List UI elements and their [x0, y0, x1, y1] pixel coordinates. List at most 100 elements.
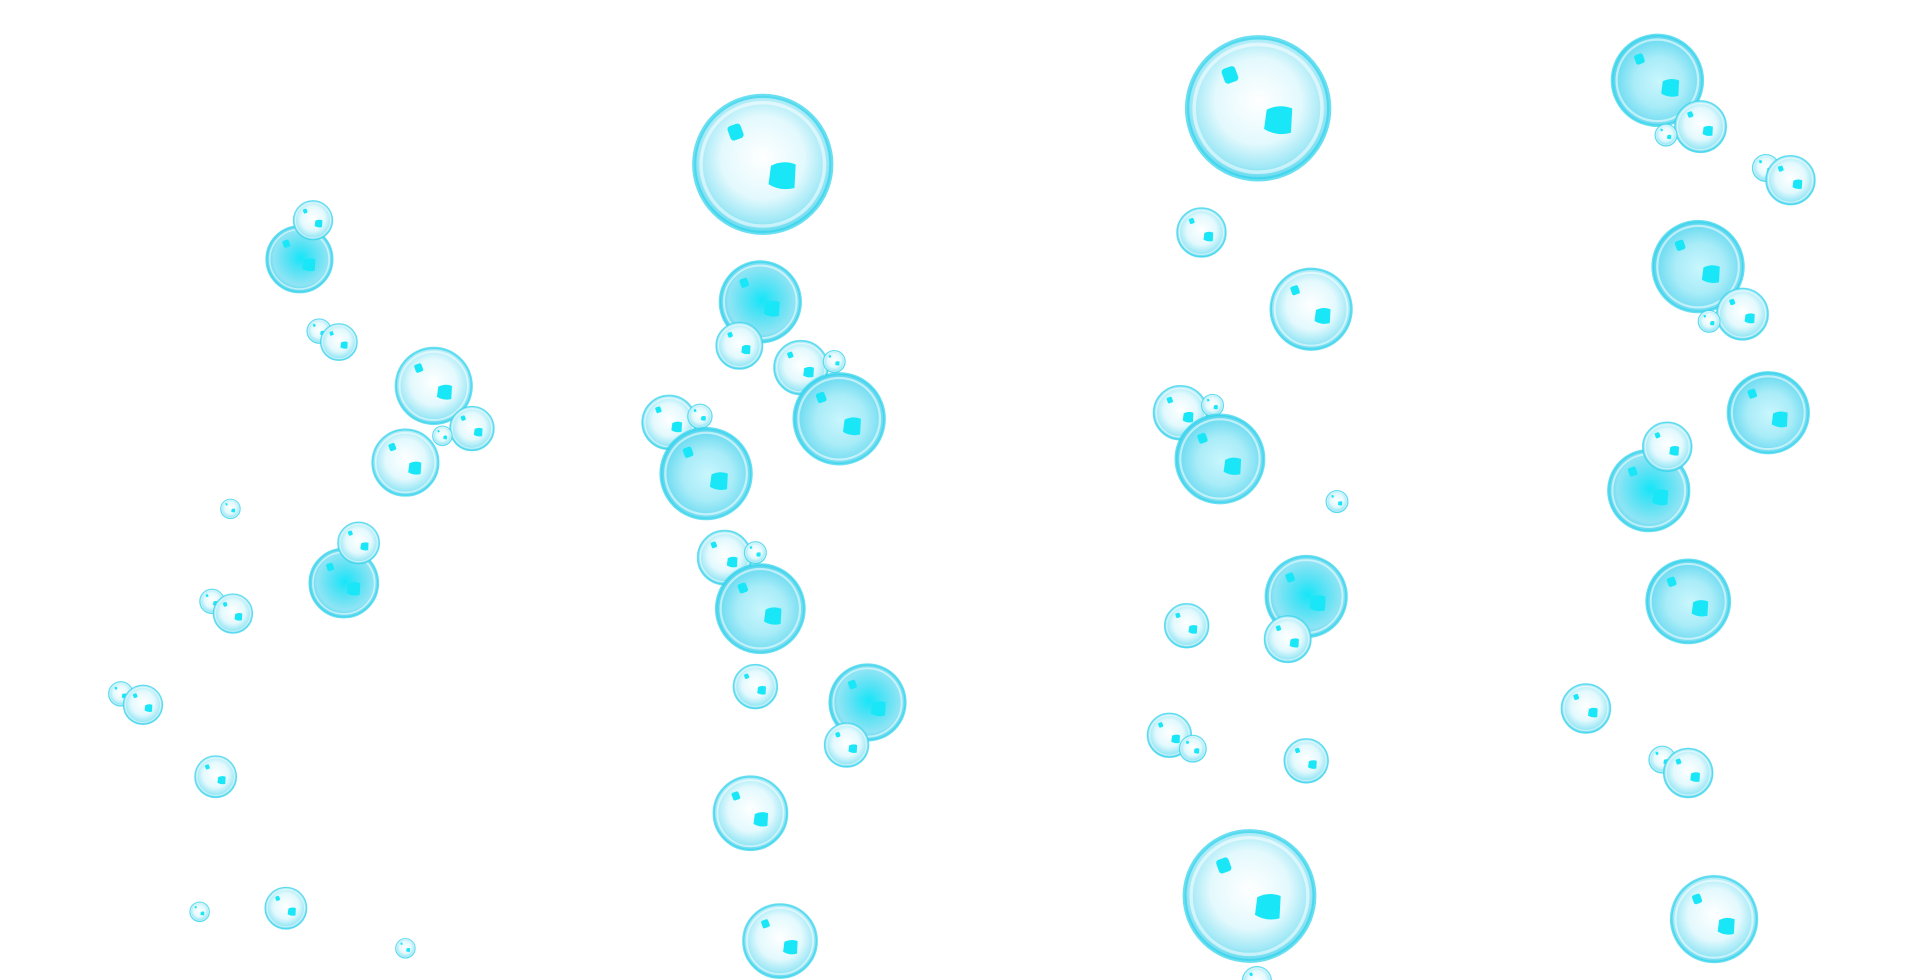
bubble	[692, 93, 834, 235]
bubble-highlight	[1703, 314, 1707, 318]
bubble	[1674, 100, 1728, 154]
bubble-highlight	[326, 562, 335, 572]
bubble-highlight	[749, 546, 753, 549]
bubble-body	[1765, 154, 1816, 206]
bubble	[1645, 558, 1732, 645]
bubble-body	[1662, 747, 1714, 799]
bubble-body	[792, 372, 886, 466]
bubble-body	[212, 593, 254, 634]
bubble-highlight	[400, 942, 403, 945]
bubble-highlight	[275, 895, 281, 901]
bubble-highlight	[1771, 411, 1788, 428]
bubble-body	[742, 903, 818, 979]
bubble-highlight	[436, 384, 452, 400]
bubble-body	[1715, 287, 1769, 341]
bubble-highlight	[1221, 66, 1239, 84]
bubble-highlight	[388, 442, 397, 452]
bubble	[732, 663, 779, 710]
bubble-highlight	[763, 300, 780, 317]
bubble	[828, 663, 907, 742]
bubble-highlight	[346, 582, 361, 596]
bubble	[122, 684, 164, 726]
bubble-highlight	[222, 601, 228, 607]
bubble	[337, 521, 381, 565]
bubble-body	[1174, 413, 1266, 505]
bubble	[712, 775, 789, 852]
bubble-highlight	[1717, 917, 1735, 935]
bubble	[449, 405, 495, 452]
bubble-highlight	[783, 939, 798, 955]
bubble-body	[659, 426, 753, 521]
bubble-highlight	[1308, 760, 1317, 769]
bubble	[371, 428, 440, 497]
bubble	[743, 541, 767, 565]
bubble-highlight	[114, 686, 118, 690]
bubble	[742, 903, 818, 979]
bubble	[1697, 309, 1721, 333]
bubble-body	[319, 323, 358, 362]
bubble-highlight	[1264, 106, 1293, 135]
bubble-highlight	[1285, 572, 1295, 583]
bubble	[792, 372, 886, 466]
bubble-body	[1182, 829, 1317, 963]
bubble-highlight	[1661, 78, 1680, 97]
bubble-highlight	[835, 361, 840, 366]
bubble	[395, 938, 416, 959]
bubble	[1610, 33, 1705, 128]
bubble-highlight	[1655, 751, 1659, 755]
bubble	[319, 323, 358, 362]
bubble-highlight	[1337, 501, 1343, 506]
bubble-body	[337, 521, 381, 565]
bubble	[264, 886, 308, 930]
bubble-highlight	[347, 530, 353, 536]
bubble-body	[1178, 734, 1207, 763]
bubble	[432, 425, 453, 447]
bubble-highlight	[761, 919, 770, 929]
bubble-highlight	[1158, 722, 1164, 728]
bubble-highlight	[1690, 772, 1700, 782]
bubble-highlight	[1674, 239, 1686, 251]
bubble-highlight	[741, 345, 751, 355]
bubble	[714, 563, 806, 655]
bubble-highlight	[1758, 159, 1763, 164]
bubble-highlight	[1185, 740, 1190, 745]
bubble-body	[1697, 309, 1721, 333]
bubble-highlight	[1747, 388, 1758, 399]
bubble	[1765, 154, 1816, 206]
bubble-highlight	[287, 907, 296, 916]
bubble-highlight	[1669, 446, 1680, 456]
bubble-highlight	[132, 693, 138, 699]
bubble-body	[292, 200, 334, 241]
bubble	[1263, 615, 1312, 664]
bubble-highlight	[1573, 693, 1580, 701]
bubble-highlight	[406, 948, 411, 952]
bubble-highlight	[803, 366, 814, 378]
bubble-highlight	[842, 417, 861, 436]
bubble-highlight	[1587, 707, 1598, 718]
bubble	[715, 321, 764, 370]
bubble	[1241, 966, 1273, 980]
bubble-body	[1184, 35, 1332, 182]
bubble	[1269, 267, 1353, 351]
bubble	[822, 350, 846, 374]
bubble-body	[714, 563, 806, 655]
bubble-body	[432, 425, 453, 447]
bubble	[194, 755, 238, 799]
bubble-highlight	[1309, 595, 1326, 612]
bubble	[1654, 123, 1678, 147]
bubble-body	[687, 403, 713, 430]
bubble-highlight	[473, 427, 483, 437]
bubble-highlight	[671, 421, 683, 433]
bubble-body	[1674, 100, 1728, 154]
bubble-highlight	[756, 552, 761, 557]
bubble-highlight	[360, 542, 369, 551]
bubble-highlight	[1666, 576, 1677, 587]
bubble	[659, 426, 753, 521]
bubble-highlight	[1188, 217, 1195, 225]
bubble-highlight	[460, 415, 466, 421]
bubble-highlight	[1660, 128, 1663, 132]
bubble-body	[1263, 615, 1312, 664]
bubble	[1560, 683, 1612, 734]
